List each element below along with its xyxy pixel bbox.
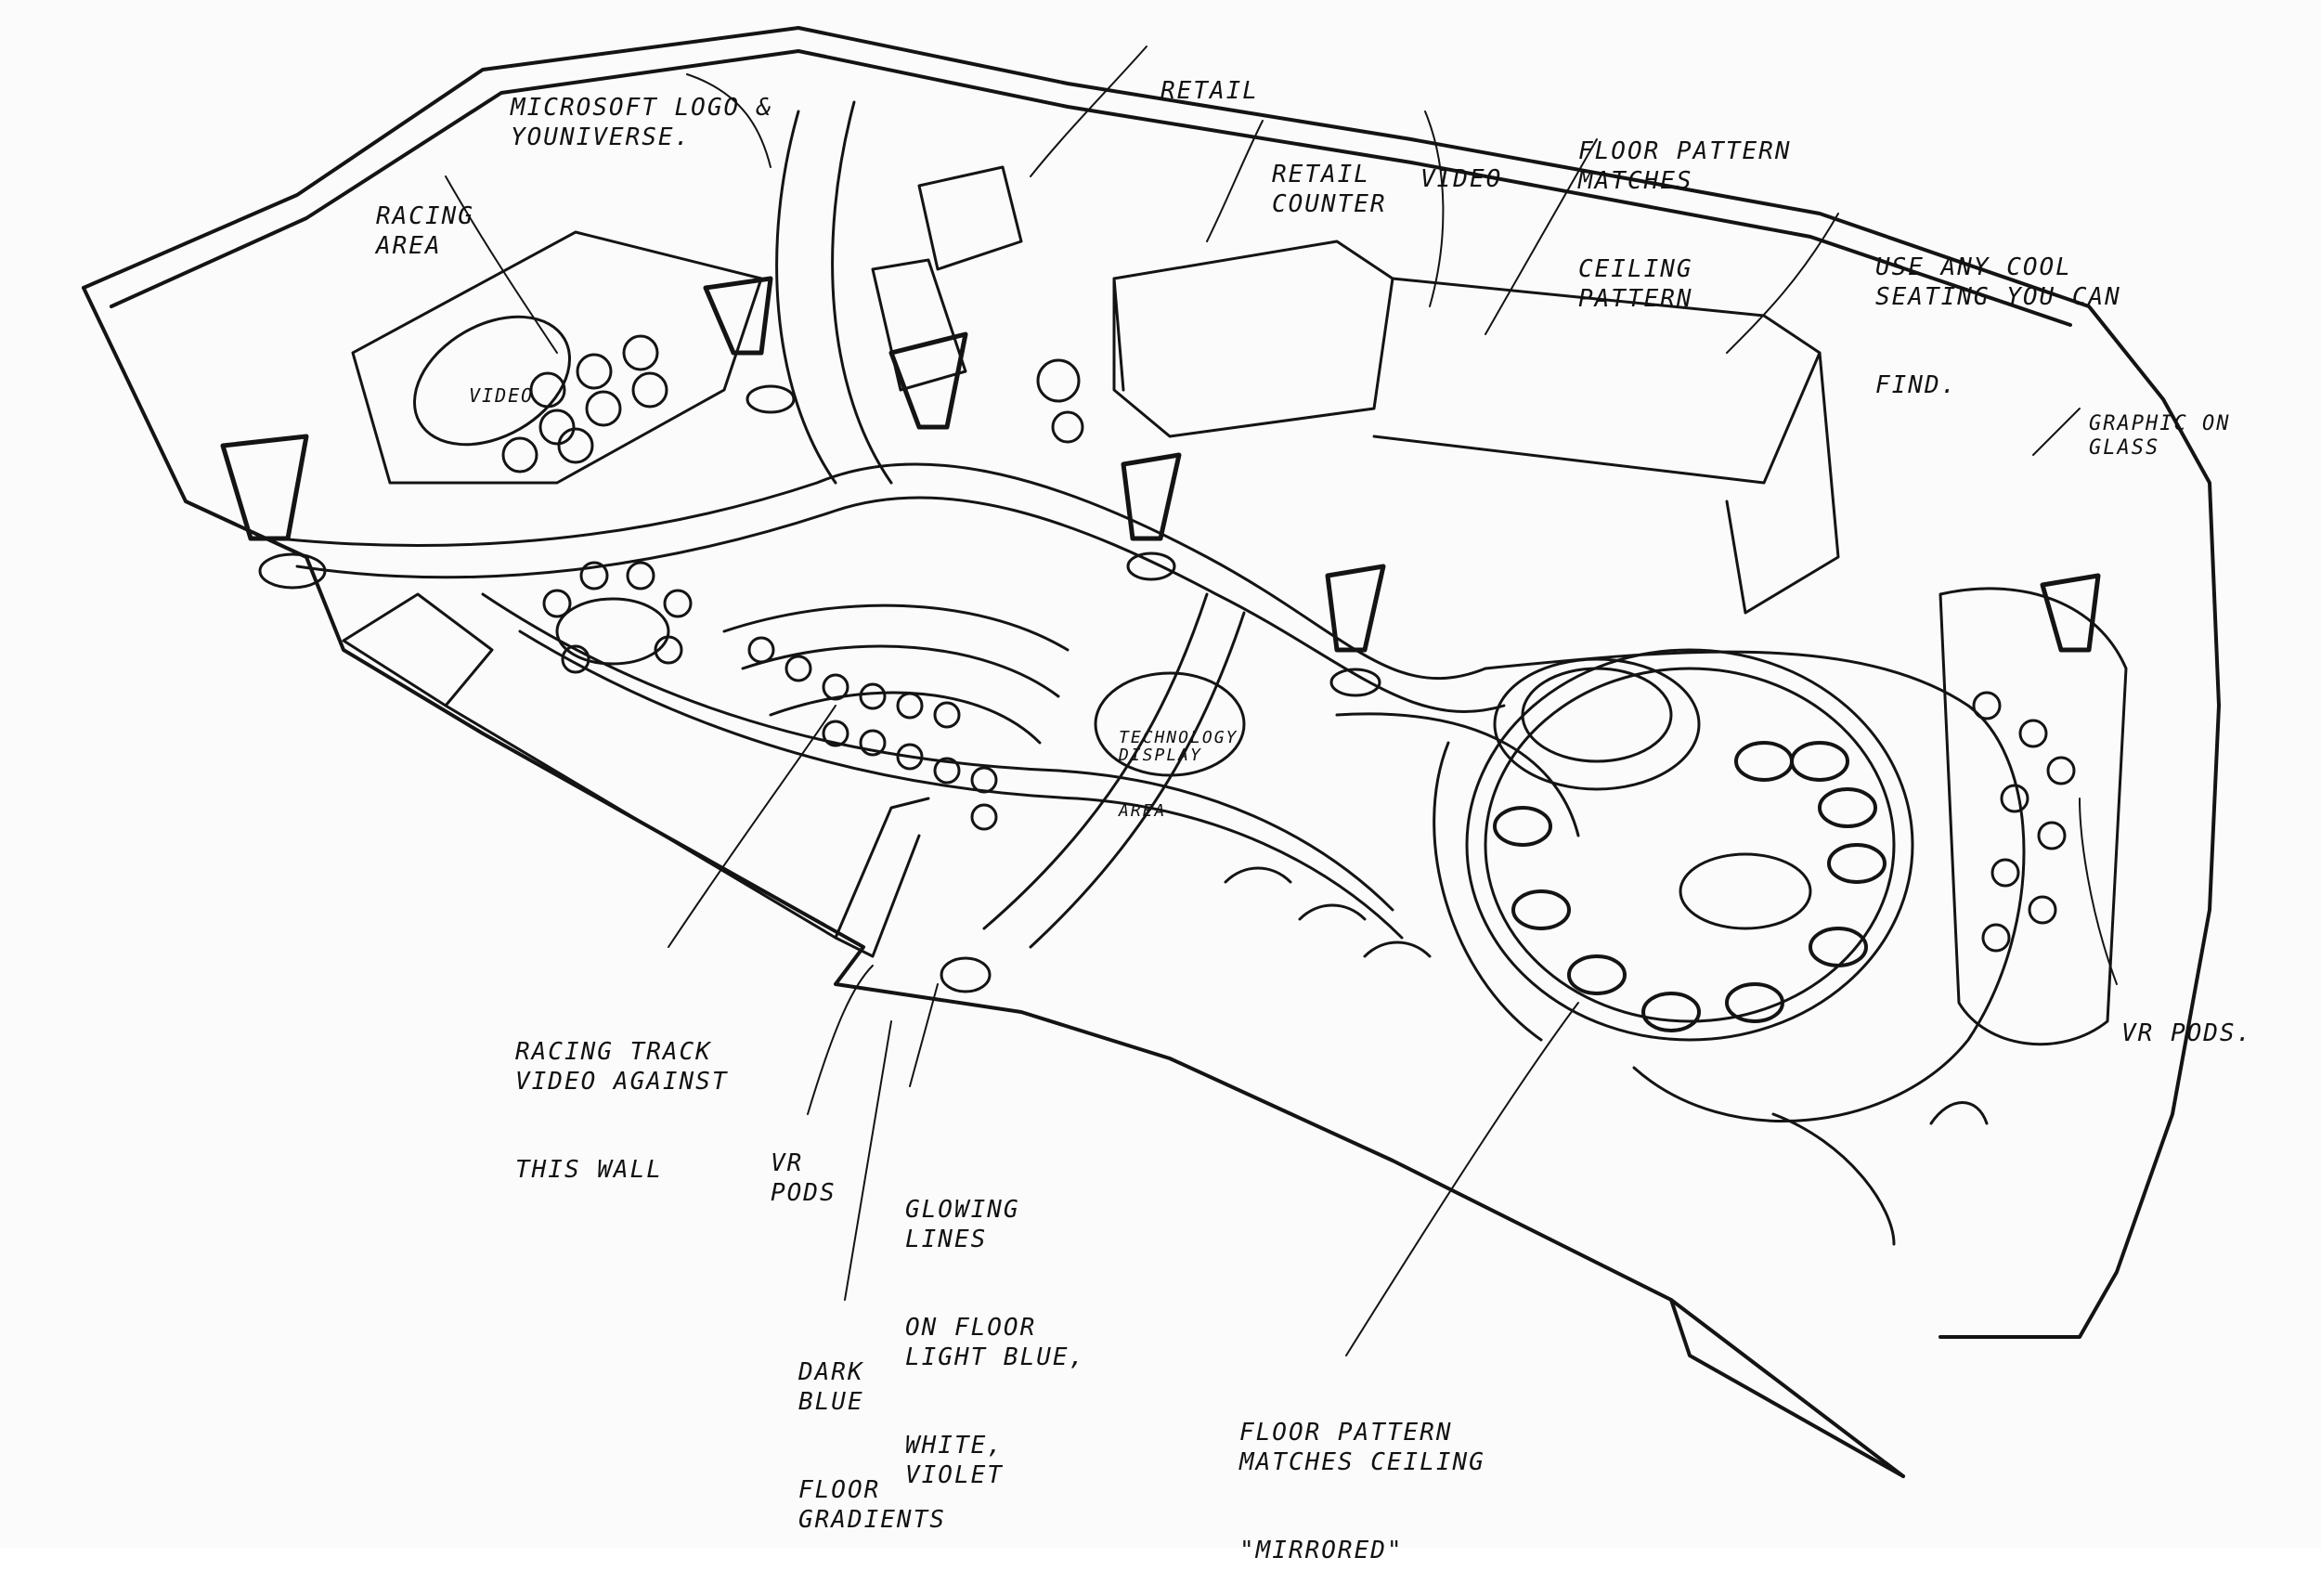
retail-area bbox=[871, 165, 1840, 615]
vr-pods-area bbox=[1938, 573, 2128, 1046]
annotation-video-racing: VIDEO bbox=[469, 383, 535, 407]
annotation-retail: RETAIL bbox=[1160, 77, 1259, 106]
racing-track-wall bbox=[342, 592, 930, 958]
racing-area bbox=[220, 230, 796, 590]
building-outline bbox=[82, 26, 2221, 1478]
floor-paths bbox=[277, 100, 2026, 1122]
floor-plan-sketch bbox=[82, 26, 2221, 1478]
annotation-microsoft-logo: MICROSOFT LOGO &YOUNIVERSE. bbox=[511, 94, 773, 152]
mirrored-circle-area bbox=[1465, 648, 1914, 1042]
gaming-seating bbox=[542, 561, 1386, 831]
leader-lines bbox=[445, 45, 2118, 1356]
annotation-vr-pods-right: VR PODS. bbox=[2121, 1019, 2253, 1048]
bottom-vr-pods bbox=[940, 866, 1989, 1246]
annotation-video-top: VIDEO bbox=[1420, 165, 1503, 194]
